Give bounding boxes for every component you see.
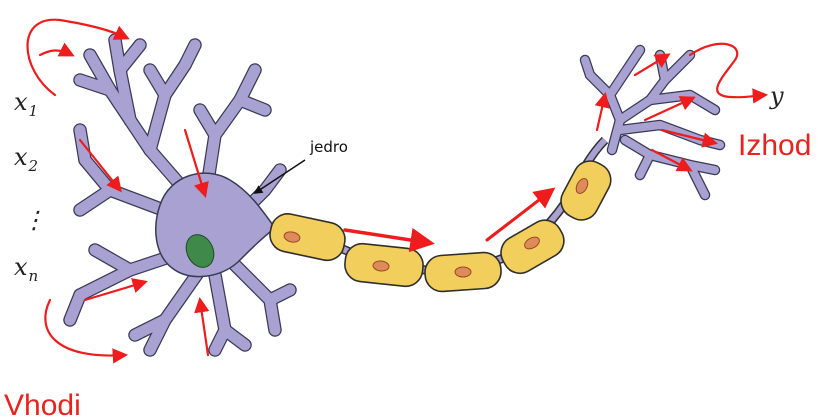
signal-arrows (28, 20, 766, 356)
input-label-2: x (14, 143, 28, 171)
svg-text:x2: x2 (14, 143, 38, 175)
output-arrow (597, 95, 605, 130)
axon (267, 140, 617, 293)
input-arrow (40, 50, 72, 55)
output-arrow-y (690, 44, 765, 97)
axon-flow-arrow (345, 230, 430, 243)
input-sub-n: n (29, 267, 39, 285)
svg-text:x1: x1 (14, 88, 38, 120)
nucleus-label: jedro (309, 138, 348, 156)
output-caption: Izhod (738, 129, 811, 162)
input-label-n: x (14, 253, 28, 281)
output-label-y: y (769, 82, 784, 110)
inputs-caption: Vhodi (4, 389, 81, 420)
svg-text:xn: xn (14, 253, 38, 285)
input-sub-1: 1 (29, 102, 39, 120)
input-arrow-bottom (45, 300, 125, 356)
soma-with-dendrites (70, 40, 290, 350)
myelin-segment (555, 155, 617, 226)
myelin-segments (267, 155, 617, 293)
myelin-segment (267, 211, 348, 264)
input-ellipsis: ⋮ (22, 206, 46, 234)
schwann-nucleus (455, 267, 471, 277)
input-label-1: x (14, 88, 28, 116)
input-sub-2: 2 (28, 157, 39, 175)
input-arrow (200, 300, 208, 355)
input-labels: x1 x2 ⋮ xn (14, 88, 46, 285)
